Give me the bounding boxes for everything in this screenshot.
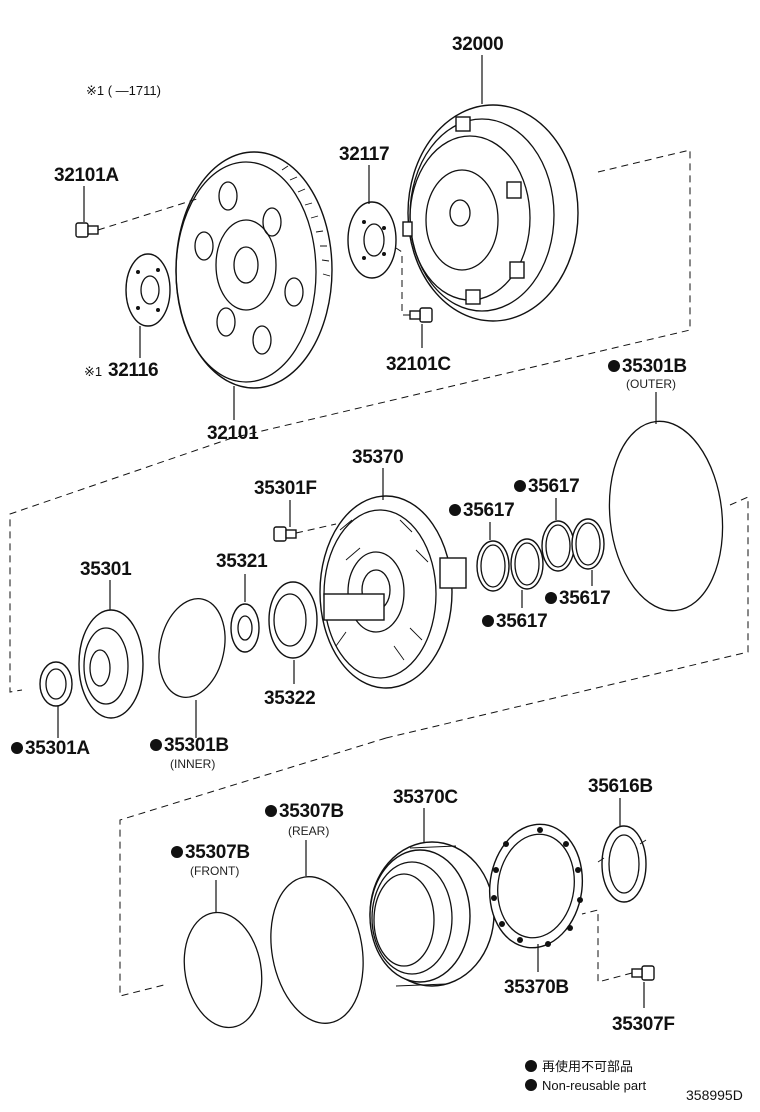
label-32101: 32101 xyxy=(207,423,259,444)
label-35616B: 35616B xyxy=(588,776,653,797)
o-ring-front-35307B xyxy=(183,911,263,1029)
label-32101C: 32101C xyxy=(386,354,451,375)
label-35307F: 35307F xyxy=(612,1014,675,1035)
diagram-code: 358995D xyxy=(686,1087,743,1103)
label-35307B-rear: 35307B xyxy=(279,801,344,822)
label-32000: 32000 xyxy=(452,34,503,55)
label-35301B-inner: 35301B xyxy=(164,735,229,756)
sublabel-inner: (INNER) xyxy=(170,757,215,771)
torque-converter-32000 xyxy=(402,104,579,322)
bolt-32101C-axis xyxy=(395,247,410,316)
bolt-32101C xyxy=(409,307,433,323)
sublabel-front: (FRONT) xyxy=(190,864,239,878)
bolt-32101A-axis xyxy=(97,197,201,231)
o-ring-outer-35301B xyxy=(608,420,724,612)
oil-seal-35301A xyxy=(39,661,73,707)
label-35307B-front: 35307B xyxy=(185,842,250,863)
plate-35370B xyxy=(488,823,584,949)
drive-plate-32101 xyxy=(175,151,333,389)
drive-gear-35321 xyxy=(230,603,260,653)
o-ring-inner-35301B xyxy=(158,597,226,699)
label-32117: 32117 xyxy=(339,144,389,165)
snap-ring-35616B xyxy=(597,825,647,903)
legend-dot-jp xyxy=(525,1060,537,1072)
mark-32116: ※1 xyxy=(84,364,102,379)
pump-body-35370 xyxy=(319,495,467,689)
stator-shaft-35301 xyxy=(78,609,144,719)
section-2-right-boundary xyxy=(385,496,749,739)
section-3-boundary xyxy=(119,737,387,997)
section-1-boundary xyxy=(231,149,691,439)
bolt-32101A xyxy=(75,222,99,238)
label-35370C: 35370C xyxy=(393,787,458,808)
header-note: ※1 ( —1711) xyxy=(86,83,161,98)
clutch-drum-35370C xyxy=(369,841,495,987)
label-35617-c: 35617 xyxy=(559,588,610,609)
sublabel-rear: (REAR) xyxy=(288,824,329,838)
label-32116: 32116 xyxy=(108,360,158,381)
legend-jp: 再使用不可部品 xyxy=(542,1059,633,1074)
sublabel-outer: (OUTER) xyxy=(626,377,676,391)
label-35321: 35321 xyxy=(216,551,268,572)
label-35370B: 35370B xyxy=(504,977,569,998)
bolt-35301F xyxy=(273,526,297,542)
driven-gear-35322 xyxy=(268,581,318,659)
o-ring-rear-35307B xyxy=(270,876,364,1024)
spacer-32117 xyxy=(347,201,397,279)
label-35301B-outer: 35301B xyxy=(622,356,687,377)
washer-32116 xyxy=(125,253,171,327)
legend-dot-en xyxy=(525,1079,537,1091)
label-35617-b: 35617 xyxy=(528,476,579,497)
label-35617-d: 35617 xyxy=(496,611,547,632)
label-35617-a: 35617 xyxy=(463,500,514,521)
bolt-35307F xyxy=(631,965,655,981)
label-35322: 35322 xyxy=(264,688,315,709)
label-35301: 35301 xyxy=(80,559,132,580)
label-35301F: 35301F xyxy=(254,478,317,499)
label-32101A: 32101A xyxy=(54,165,119,186)
legend-en: Non-reusable part xyxy=(542,1078,646,1093)
label-35301A: 35301A xyxy=(25,738,90,759)
seal-rings-35617 xyxy=(476,518,605,592)
label-35370: 35370 xyxy=(352,447,403,468)
